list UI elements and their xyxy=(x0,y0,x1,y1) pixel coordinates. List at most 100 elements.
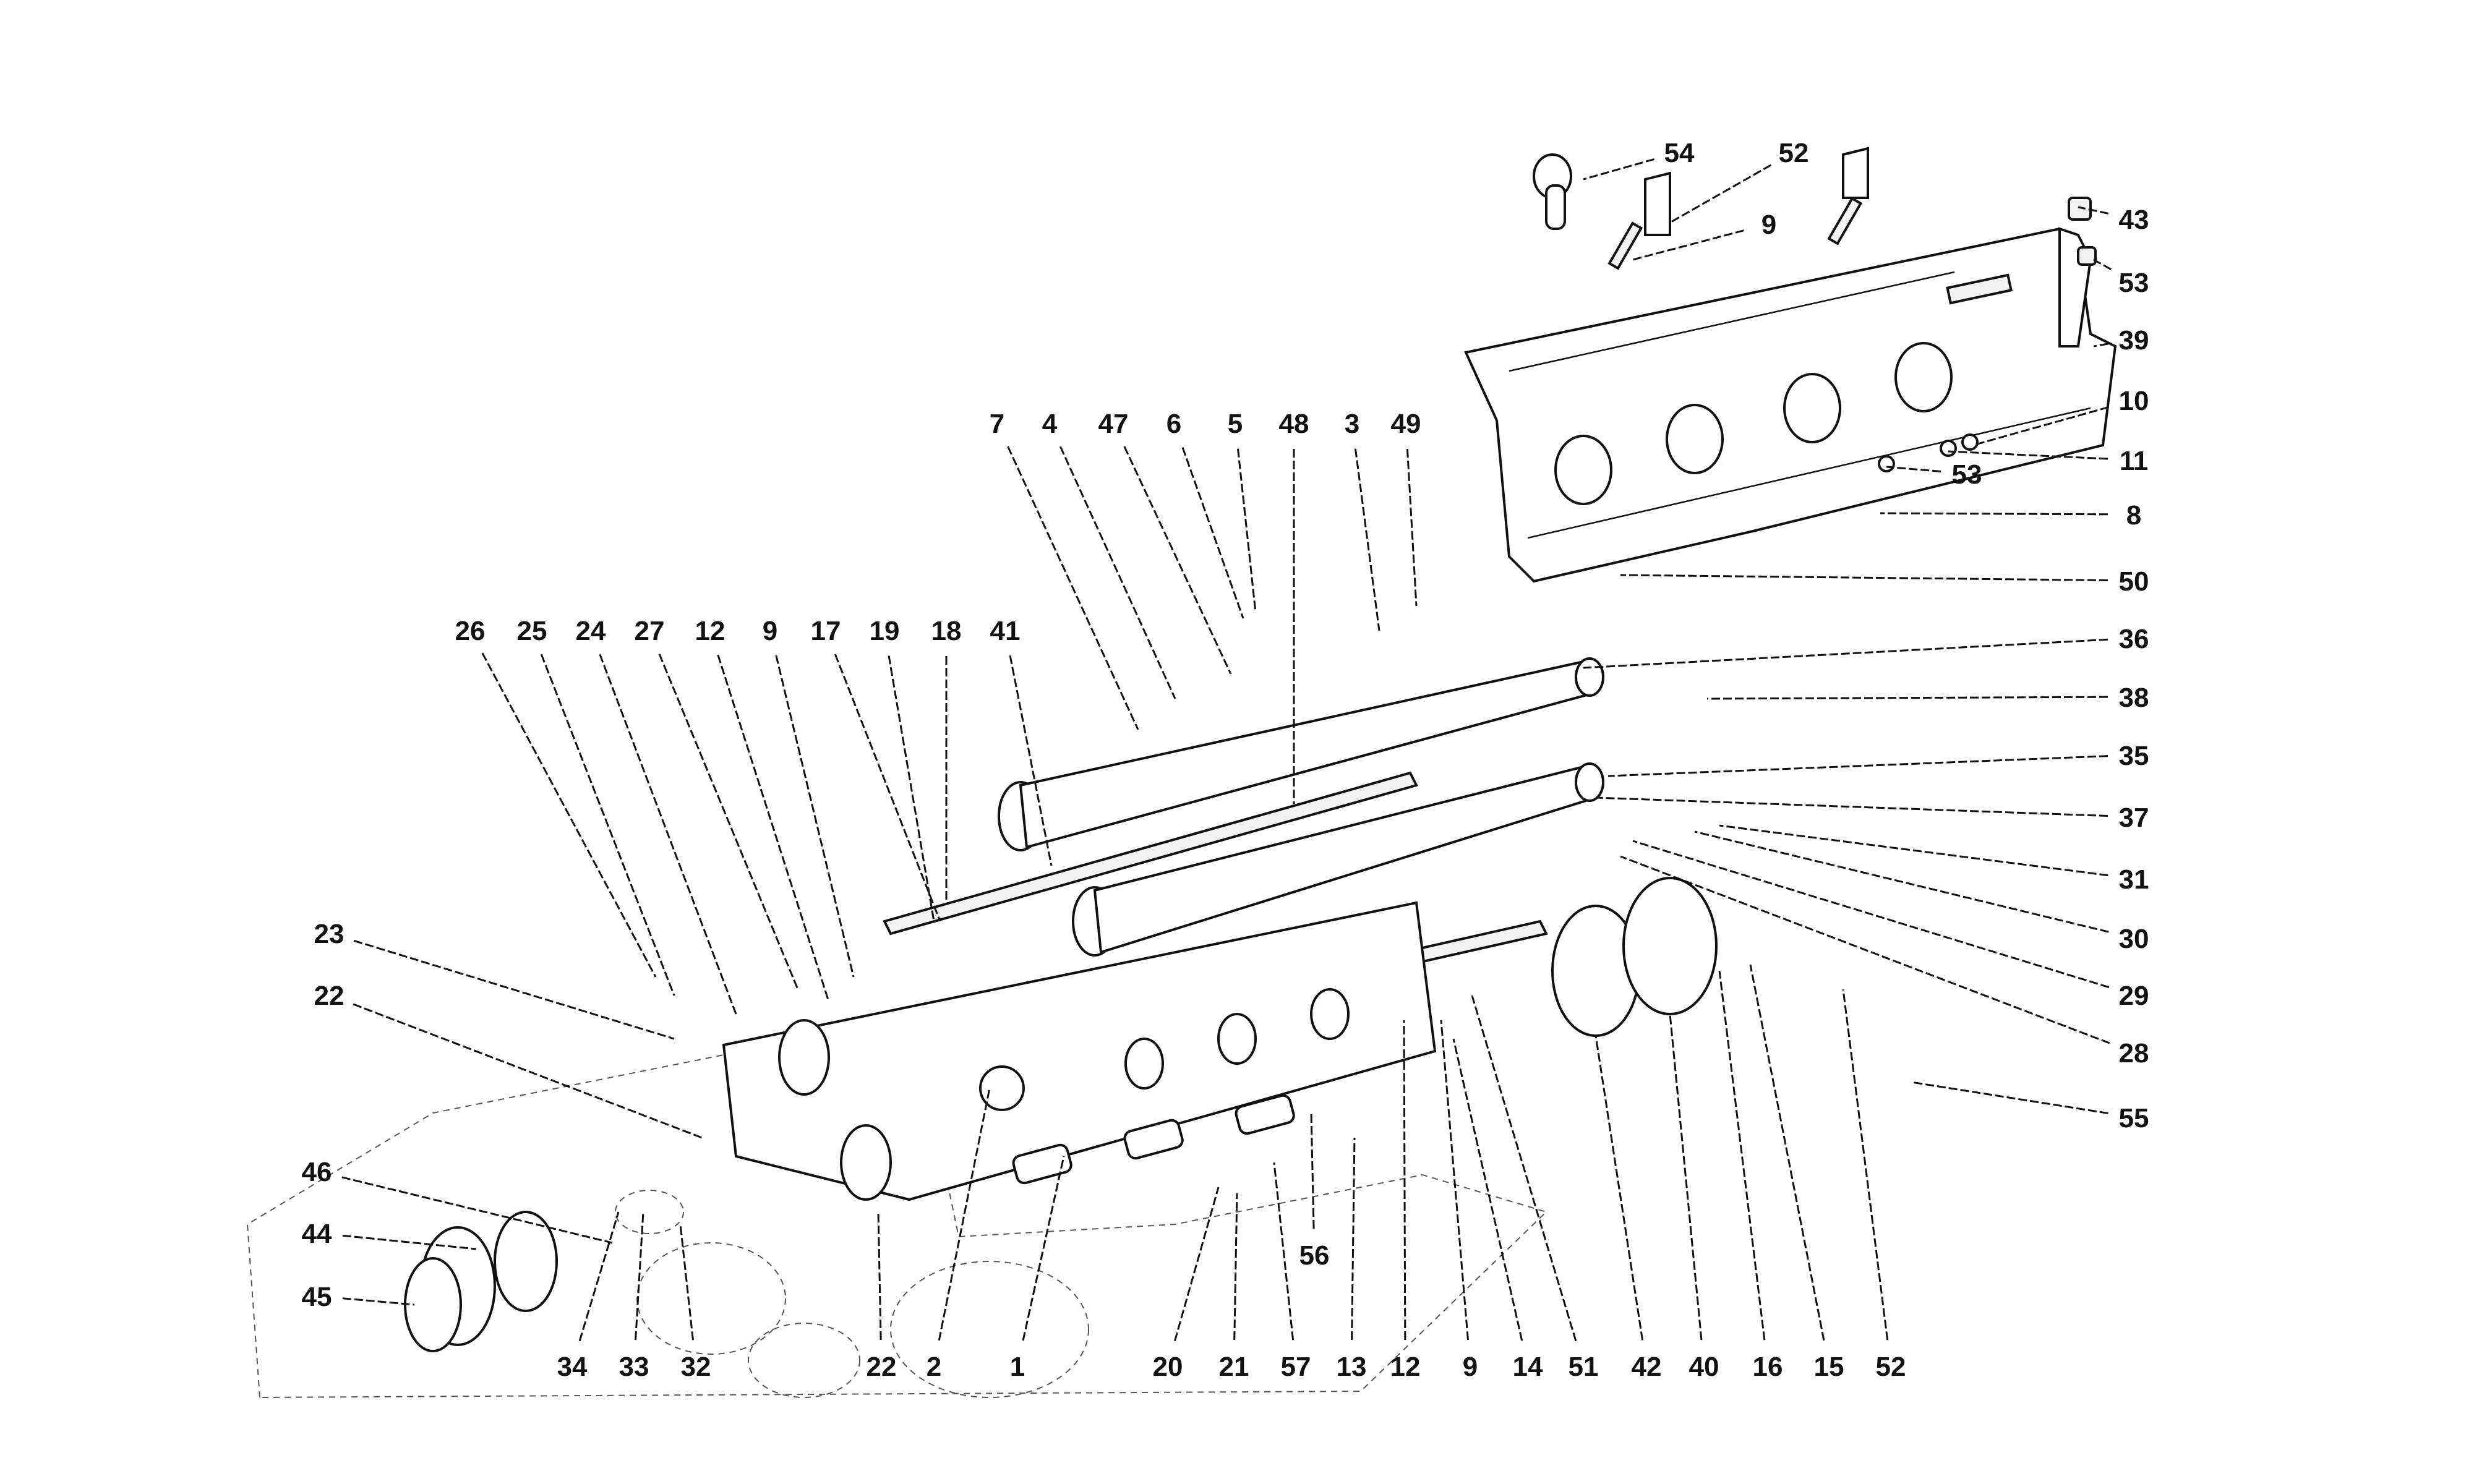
leader-line-22 xyxy=(353,1003,703,1139)
callout-label-12: 12 xyxy=(1390,1352,1421,1382)
callout-label-29: 29 xyxy=(2119,981,2149,1011)
callout-label-13: 13 xyxy=(1337,1352,1367,1382)
callout-label-48: 48 xyxy=(1279,409,1309,439)
leader-line-16 xyxy=(1718,970,1766,1341)
callout-label-53: 53 xyxy=(1952,459,1982,490)
leader-line-42 xyxy=(1594,1035,1644,1341)
leader-line-15 xyxy=(1749,964,1825,1341)
leader-line-37 xyxy=(1595,796,2108,817)
leader-line-12 xyxy=(1403,1020,1406,1341)
callout-label-15: 15 xyxy=(1814,1352,1844,1382)
callout-label-9: 9 xyxy=(1761,210,1776,240)
callout-label-11: 11 xyxy=(2120,446,2149,476)
leader-line-29 xyxy=(1632,840,2110,989)
callout-label-21: 21 xyxy=(1219,1352,1249,1382)
leader-line-20 xyxy=(1174,1187,1220,1342)
callout-label-28: 28 xyxy=(2119,1038,2149,1068)
top-brackets xyxy=(1533,147,2097,270)
callout-label-14: 14 xyxy=(1513,1352,1543,1382)
callout-label-52: 52 xyxy=(1779,138,1809,168)
leader-line-14 xyxy=(1452,1038,1523,1341)
leader-line-9 xyxy=(1440,1020,1469,1341)
callout-label-57: 57 xyxy=(1281,1352,1311,1382)
callout-label-5: 5 xyxy=(1228,409,1243,439)
leader-line-49 xyxy=(1406,448,1418,607)
leader-line-25 xyxy=(540,654,675,996)
callout-label-31: 31 xyxy=(2119,864,2149,895)
front-seals xyxy=(404,1211,558,1352)
leader-line-40 xyxy=(1669,1013,1703,1341)
leader-line-17 xyxy=(834,654,941,922)
callout-label-49: 49 xyxy=(1391,409,1421,439)
leader-line-52 xyxy=(1669,164,1772,224)
callout-label-44: 44 xyxy=(302,1219,332,1249)
leader-line-19 xyxy=(888,655,935,922)
callout-label-56: 56 xyxy=(1299,1240,1330,1271)
leader-line-57 xyxy=(1273,1162,1295,1341)
callout-label-51: 51 xyxy=(1569,1352,1599,1382)
leader-line-10 xyxy=(1972,406,2109,446)
leader-line-5 xyxy=(1237,448,1257,613)
leader-line-34 xyxy=(578,1211,620,1342)
callout-label-33: 33 xyxy=(619,1352,649,1382)
leader-line-38 xyxy=(1706,696,2108,700)
leader-line-9 xyxy=(775,655,855,978)
callout-label-17: 17 xyxy=(811,616,841,646)
callout-label-12: 12 xyxy=(695,616,726,646)
callout-label-16: 16 xyxy=(1753,1352,1783,1382)
callout-label-23: 23 xyxy=(314,919,345,949)
leader-line-3 xyxy=(1354,448,1380,631)
callout-label-36: 36 xyxy=(2119,624,2149,654)
callout-label-50: 50 xyxy=(2119,566,2149,597)
leader-line-24 xyxy=(599,654,737,1015)
leader-line-21 xyxy=(1233,1193,1238,1341)
callout-label-38: 38 xyxy=(2119,683,2149,713)
leader-line-33 xyxy=(635,1211,644,1341)
callout-label-34: 34 xyxy=(557,1352,588,1382)
leader-lines xyxy=(341,158,2112,1342)
leader-line-28 xyxy=(1620,855,2110,1044)
leader-line-54 xyxy=(1583,158,1655,181)
engine-block-ghost xyxy=(246,1050,1547,1399)
leader-line-50 xyxy=(1620,574,2108,582)
callout-label-18: 18 xyxy=(931,616,962,646)
callout-label-47: 47 xyxy=(1098,409,1129,439)
leader-line-39 xyxy=(2093,343,2108,348)
leader-line-7 xyxy=(1007,446,1139,730)
callout-label-19: 19 xyxy=(870,616,900,646)
leader-line-51 xyxy=(1471,995,1577,1342)
callout-label-2: 2 xyxy=(927,1352,941,1382)
leader-line-41 xyxy=(1009,655,1053,866)
callout-label-37: 37 xyxy=(2119,803,2149,833)
leader-line-35 xyxy=(1607,755,2108,777)
leader-line-8 xyxy=(1880,512,2108,516)
callout-label-8: 8 xyxy=(2126,500,2141,531)
callout-label-10: 10 xyxy=(2119,386,2149,416)
leader-line-46 xyxy=(341,1176,613,1244)
callout-label-32: 32 xyxy=(681,1352,711,1382)
leader-line-53 xyxy=(2093,258,2112,270)
callout-label-35: 35 xyxy=(2119,741,2149,771)
callout-label-3: 3 xyxy=(1345,409,1359,439)
callout-label-46: 46 xyxy=(302,1157,332,1187)
camshaft-exhaust xyxy=(1072,762,1604,957)
leader-line-22 xyxy=(877,1211,882,1341)
callout-label-54: 54 xyxy=(1664,138,1695,168)
leader-line-44 xyxy=(342,1234,477,1250)
callout-label-39: 39 xyxy=(2119,325,2149,356)
leader-line-47 xyxy=(1123,446,1232,675)
callout-label-30: 30 xyxy=(2119,924,2149,954)
callout-label-25: 25 xyxy=(517,616,547,646)
callout-label-55: 55 xyxy=(2119,1103,2149,1133)
callout-label-9: 9 xyxy=(763,616,777,646)
leader-line-13 xyxy=(1351,1137,1356,1341)
leader-line-55 xyxy=(1911,1081,2108,1114)
leader-line-56 xyxy=(1310,1112,1315,1229)
leader-line-53 xyxy=(1886,466,1941,472)
leader-line-4 xyxy=(1059,446,1176,699)
callout-label-24: 24 xyxy=(576,616,606,646)
callout-label-4: 4 xyxy=(1042,409,1058,439)
callout-label-1: 1 xyxy=(1010,1352,1025,1382)
